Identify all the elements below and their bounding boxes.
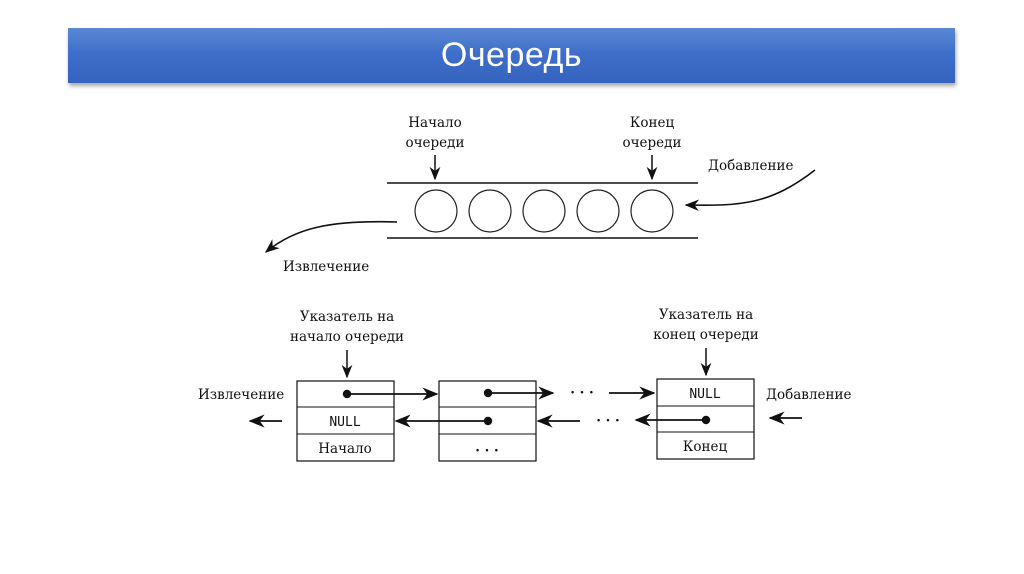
queue-elements	[414, 189, 674, 233]
queue-element	[468, 189, 512, 233]
next-chain-ellipsis: · · ·	[570, 385, 594, 401]
first-node-prev-value: NULL	[329, 415, 360, 430]
last-node-next-value: NULL	[689, 387, 720, 402]
queue-element	[522, 189, 566, 233]
enqueue-arrow	[684, 169, 816, 211]
tail-pointer-label-line1: Указатель на	[659, 307, 753, 323]
tail-label-line1: Конец	[630, 115, 675, 131]
head-label-line2: очереди	[406, 135, 465, 151]
title-bar: Очередь	[68, 28, 955, 83]
queue-element	[630, 189, 674, 233]
slide-title: Очередь	[440, 36, 583, 74]
tail-pointer-label-line2: конец очереди	[653, 327, 759, 343]
head-pointer-label-line1: Указатель на	[300, 309, 394, 325]
linked-list-diagram: Указатель на начало очереди Указатель на…	[198, 307, 851, 462]
top-queue-diagram: Начало очереди Конец очереди Добавление …	[264, 115, 816, 275]
list-enqueue-label: Добавление	[766, 387, 851, 403]
head-label-line1: Начало	[408, 115, 462, 131]
prev-chain-ellipsis: · · ·	[596, 413, 620, 429]
first-node: NULL Начало	[296, 380, 395, 462]
queue-element	[576, 189, 620, 233]
middle-node-value: · · ·	[475, 443, 499, 459]
queue-element	[414, 189, 458, 233]
last-node-value: Конец	[683, 439, 728, 455]
head-pointer-label-line2: начало очереди	[290, 329, 404, 345]
dequeue-arrow	[264, 220, 398, 253]
list-dequeue-label: Извлечение	[198, 387, 284, 403]
tail-label-line2: очереди	[623, 135, 682, 151]
enqueue-label: Добавление	[708, 158, 793, 174]
dequeue-label: Извлечение	[283, 259, 369, 275]
first-node-value: Начало	[318, 441, 372, 457]
last-node: NULL Конец	[656, 378, 755, 460]
